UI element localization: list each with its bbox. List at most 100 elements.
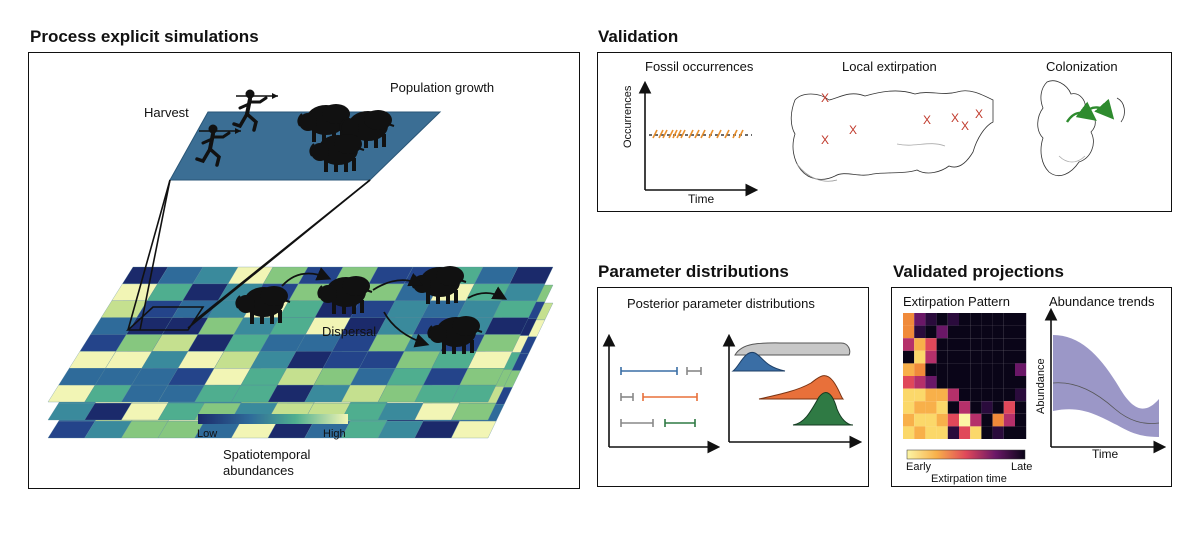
projections-title: Validated projections [893, 262, 1064, 281]
heatmap-cell [992, 426, 1004, 439]
heatmap-cell [936, 363, 948, 376]
heatmap-cell [936, 350, 948, 364]
heatmap-cell [925, 426, 937, 439]
extirpation-x-marker: X [821, 133, 829, 147]
heatmap-cell [903, 401, 915, 414]
heatmap-cell [914, 426, 926, 439]
abundance-colorbar [198, 414, 348, 424]
heatmap-cell [1003, 413, 1015, 427]
grid-layer-front [47, 266, 554, 403]
colorbar-late-label: Late [1011, 461, 1033, 473]
posterior-ridges [731, 342, 854, 426]
heatmap-cell [914, 350, 926, 364]
parameters-diagram [602, 333, 863, 454]
heatmap-cell [959, 388, 971, 402]
heatmap-cell [970, 363, 982, 376]
heatmap-cell [925, 350, 937, 364]
posterior-interval [620, 419, 654, 427]
heatmap-cell [981, 338, 993, 351]
heatmap-cell [903, 413, 915, 427]
heatmap-cell [970, 350, 982, 364]
projections-diagram [903, 307, 1167, 460]
heatmap-cell [1015, 325, 1027, 339]
fossil-mark [688, 129, 694, 139]
heatmap-cell [970, 401, 982, 414]
heatmap-cell [914, 413, 926, 427]
heatmap-cell [1003, 401, 1015, 414]
heatmap-cell [981, 401, 993, 414]
heatmap-cell [1015, 376, 1027, 389]
heatmap-cell [970, 388, 982, 402]
heatmap-cell [959, 313, 971, 326]
heatmap-cell [992, 350, 1004, 364]
heatmap-cell [936, 388, 948, 402]
colorbar-low-label: Low [197, 428, 218, 440]
heatmap-cell [959, 350, 971, 364]
fossil-ylabel: Occurrences [622, 85, 634, 148]
heatmap-cell [1015, 426, 1027, 439]
heatmap-cell [981, 325, 993, 339]
posterior-interval [620, 367, 678, 375]
heatmap-cell [959, 401, 971, 414]
heatmap-cell [925, 325, 937, 339]
fossil-mark [738, 129, 744, 139]
posterior-axes-left [602, 333, 721, 454]
fossil-mark [708, 129, 714, 139]
fossil-mark [668, 129, 674, 139]
heatmap-cell [947, 401, 959, 414]
heatmap-cell [947, 388, 959, 402]
extirpation-x-marker: X [961, 119, 969, 133]
heatmap-cell [925, 401, 937, 414]
colonization-arrows [1065, 98, 1115, 123]
heatmap-cell [925, 313, 937, 326]
heatmap-cell [959, 338, 971, 351]
trend-axes [1044, 307, 1167, 454]
heatmap-cell [1015, 388, 1027, 402]
heatmap-cell [914, 376, 926, 389]
fossil-mark [694, 129, 700, 139]
heatmap-cell [1003, 325, 1015, 339]
heatmap-cell [947, 376, 959, 389]
fossil-axes [638, 80, 759, 197]
abundance-uncertainty-band [1053, 335, 1159, 437]
trend-ylabel: Abundance [1035, 358, 1047, 414]
heatmap-cell [914, 325, 926, 339]
heatmap-cell [903, 376, 915, 389]
heatmap-cell [959, 426, 971, 439]
abundance-trends-title: Abundance trends [1049, 294, 1155, 309]
fossil-mark [658, 129, 664, 139]
extirpation-x-marker: X [849, 123, 857, 137]
heatmap-cell [992, 388, 1004, 402]
heatmap-cell [992, 401, 1004, 414]
process-title: Process explicit simulations [30, 27, 259, 46]
heatmap-cell [1003, 338, 1015, 351]
heatmap-cell [959, 325, 971, 339]
heatmap-cell [1003, 363, 1015, 376]
grid-cell [451, 384, 497, 403]
posterior-axes-right [722, 333, 863, 449]
heatmap-cell [981, 313, 993, 326]
posterior-interval [642, 393, 698, 401]
heatmap-cell [925, 376, 937, 389]
heatmap-cell [992, 413, 1004, 427]
extirpation-pattern-title: Extirpation Pattern [903, 294, 1010, 309]
heatmap-cell [936, 401, 948, 414]
heatmap-cell [903, 350, 915, 364]
heatmap-cell [903, 325, 915, 339]
posterior-interval [664, 419, 696, 427]
fossil-mark [672, 129, 678, 139]
heatmap-cell [992, 376, 1004, 389]
extirpation-x-marker: X [951, 111, 959, 125]
heatmap-cell [903, 388, 915, 402]
extirpation-x-marker: X [821, 91, 829, 105]
heatmap-cell [992, 338, 1004, 351]
heatmap-cell [914, 363, 926, 376]
abundance-label-line1: Spatiotemporal [223, 447, 311, 462]
heatmap-cell [1015, 350, 1027, 364]
fossil-mark [700, 129, 706, 139]
heatmap-cell [936, 426, 948, 439]
fossil-mark [662, 129, 668, 139]
posterior-interval [620, 393, 634, 401]
